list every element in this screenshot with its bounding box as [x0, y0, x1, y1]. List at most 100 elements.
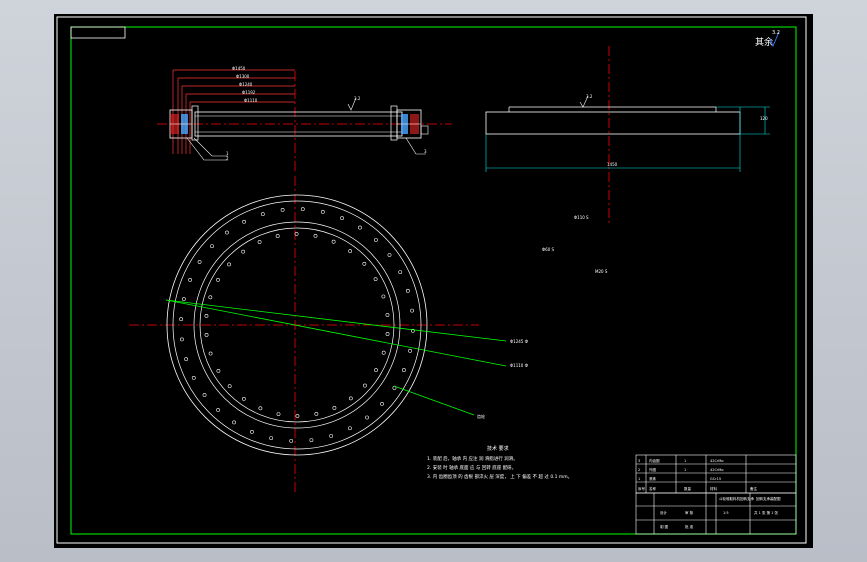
outer-bolt-hole	[232, 420, 236, 425]
plan-view: Φ1245 Ф Φ1110 Ф 齿轮	[129, 176, 529, 494]
inner-bolt-hole	[332, 406, 337, 410]
bom-cell: 1	[684, 468, 686, 472]
inner-bolt-hole	[227, 262, 231, 267]
frame-corner-box	[70, 26, 126, 39]
inner-bolt-hole	[241, 396, 246, 401]
inner-bolt-hole	[276, 412, 281, 416]
inner-bolt-hole	[313, 234, 318, 238]
outer-bolt-hole	[358, 225, 362, 230]
inner-bolt-hole	[208, 351, 213, 356]
inner-bolt-hole	[381, 294, 386, 299]
project-name: 斗轮堆取料机回转支承	[719, 496, 754, 501]
outer-bolt-hole	[202, 393, 207, 397]
tech-req-1: 2. 安装 时 轴承 底面 应 与 回转 底座 配研。	[427, 464, 516, 471]
bom-cell: 2	[638, 468, 640, 472]
engineering-drawing: 其余 3.2	[56, 16, 807, 544]
roughness-check-icon	[769, 31, 780, 48]
bom-cell: 42CrMo	[710, 468, 724, 472]
callout-2: 齿轮	[477, 413, 485, 419]
inner-bolt-hole	[295, 414, 300, 418]
dim-left-0: Φ1450	[232, 66, 246, 71]
inner-bolt-holes	[204, 232, 390, 418]
roughness-value: 3.2	[772, 30, 780, 36]
outer-bolt-hole	[210, 244, 214, 248]
dim-left-2: Φ1240	[239, 82, 253, 87]
inner-bolt-hole	[208, 295, 213, 300]
bom-cell: 数量	[684, 486, 692, 491]
outer-bolt-hole	[260, 212, 265, 217]
outer-bolt-hole	[410, 328, 415, 333]
inner-bolt-hole	[204, 333, 209, 337]
inner-bolt-hole	[294, 232, 299, 236]
note-right-1: Φ60 S	[542, 247, 555, 252]
bom-cell: 42CrMo	[710, 459, 724, 463]
inner-bolt-hole	[258, 406, 263, 411]
inner-bolt-hole	[381, 350, 386, 355]
outer-bolt-hole	[188, 278, 193, 282]
outer-bolt-hole	[329, 433, 334, 438]
inner-bolt-hole	[331, 239, 336, 244]
inner-bolt-hole	[314, 412, 319, 416]
outer-bolt-hole	[309, 438, 314, 443]
sheet-count: 共 1 张 第 1 张	[754, 510, 779, 515]
bom-cell: 内齿圈	[649, 458, 660, 463]
drawing-scale: 1:5	[723, 511, 729, 515]
part-mark-1: 1	[226, 151, 229, 156]
outer-bolt-hole	[289, 438, 294, 443]
outer-bolt-hole	[348, 426, 352, 431]
technical-requirements: 技术 要求 1. 装配 后，轴承 内 应注 润 滑脂进行 润滑。 2. 安装 时…	[427, 445, 572, 480]
dim-left-4: Φ1110	[244, 98, 258, 103]
outer-bolt-hole	[269, 436, 274, 440]
inner-bolt-hole	[216, 368, 221, 373]
dim-right-height: 120	[760, 116, 768, 121]
dim-left-3: Φ1192	[242, 90, 256, 95]
outer-bolt-hole	[398, 270, 403, 274]
section-rough-2: 3.2	[586, 94, 593, 99]
outer-bolt-hole	[250, 429, 254, 434]
dim-right-width: 1450	[607, 162, 618, 167]
section-rough-1: 3.2	[354, 96, 361, 101]
label-drawn: 制 图	[660, 524, 669, 529]
inner-bolt-hole	[374, 368, 378, 373]
inner-bolt-hole	[385, 332, 390, 336]
outer-bolt-hole	[197, 260, 202, 264]
bom-cell: 1	[684, 459, 686, 463]
label-checker: 审 核	[685, 510, 694, 515]
label-designer: 设计	[660, 510, 668, 515]
outer-bolt-hole	[387, 253, 392, 257]
note-right-2: M20 S	[595, 269, 608, 274]
bom-cell: 序号	[638, 486, 646, 491]
outer-bolt-hole	[410, 308, 415, 313]
inner-bolt-hole	[363, 383, 367, 388]
bom-cell: GCr15	[710, 477, 721, 481]
outer-bolt-hole	[179, 337, 184, 342]
part-mark-3: 3	[424, 149, 427, 154]
bom-cell: 材料	[710, 486, 718, 491]
outer-bolt-hole	[320, 210, 325, 214]
bom-cell: 外圈	[649, 467, 657, 472]
inner-bolt-hole	[385, 313, 390, 317]
callout-0: Φ1245 Ф	[510, 339, 529, 344]
dim-left-1: Φ1300	[236, 74, 250, 79]
inner-bolt-hole	[216, 277, 220, 282]
outer-bolt-holes	[179, 207, 415, 443]
tech-req-0: 1. 装配 后，轴承 内 应注 润 滑脂进行 润滑。	[427, 455, 518, 462]
drawing-frame	[70, 26, 797, 535]
side-view-right: 3.2 1450 120	[485, 46, 770, 224]
outer-bolt-hole	[365, 415, 369, 420]
outer-bolt-hole	[182, 297, 186, 302]
inner-bolt-hole	[362, 261, 367, 266]
bom-cell: 备注	[750, 486, 758, 491]
drawing-canvas[interactable]: 其余 3.2	[54, 14, 813, 548]
inner-bolt-hole	[257, 240, 262, 244]
bom-cell: 1	[638, 477, 640, 481]
outer-bolt-hole	[280, 207, 285, 212]
section-view-left: Φ1450 Φ1300 Φ1240 Φ1192 Φ1110	[157, 66, 452, 174]
sheet-outer-border	[56, 16, 807, 544]
bom-cell: 滚珠	[649, 476, 657, 481]
outer-bolt-hole	[242, 219, 246, 224]
outer-bolt-hole	[225, 230, 229, 235]
outer-bolt-hole	[401, 368, 406, 372]
